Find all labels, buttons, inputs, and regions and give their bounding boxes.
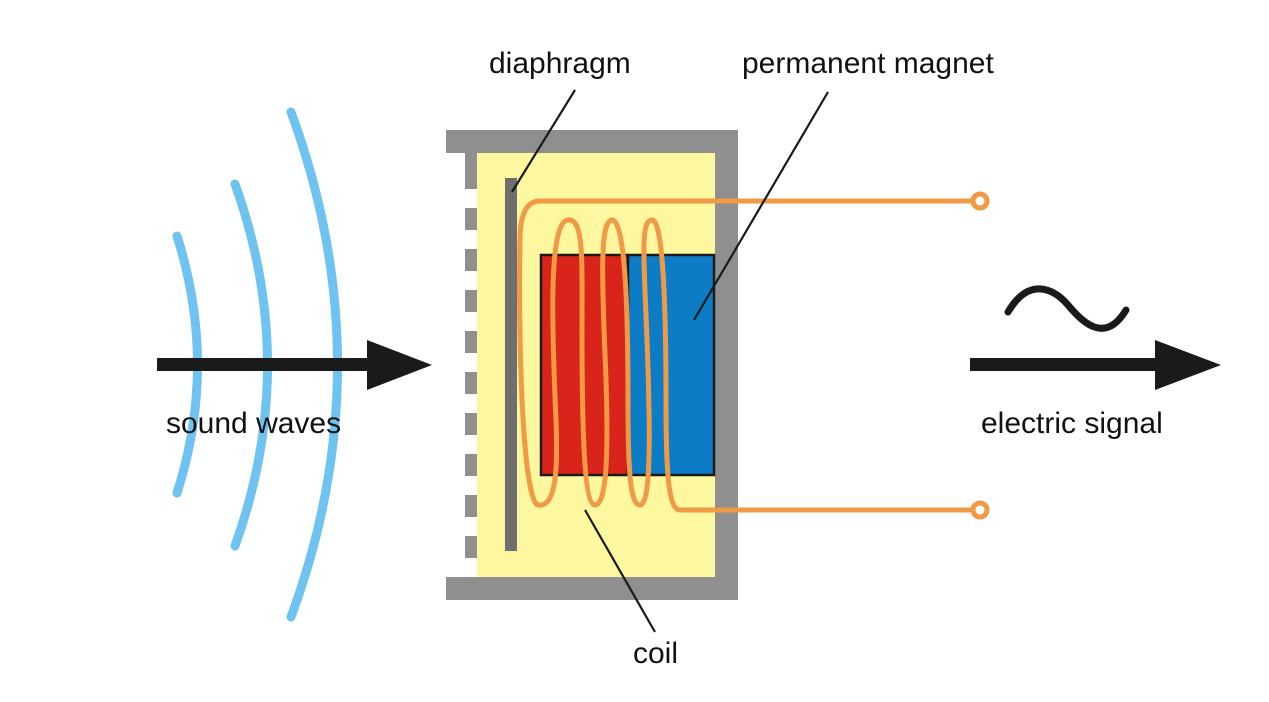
magnet-leader <box>693 91 829 321</box>
coil <box>517 191 990 520</box>
vent-slot <box>465 394 477 413</box>
vent-slot <box>465 517 477 536</box>
terminal-top <box>970 191 990 211</box>
coil-label: coil <box>633 637 678 670</box>
diaphragm-leader <box>511 89 576 193</box>
vent-slot <box>465 476 477 495</box>
leader-lines <box>511 89 829 633</box>
permanent-magnet-label: permanent magnet <box>742 47 994 80</box>
diaphragm <box>505 178 517 551</box>
electric-signal-label: electric signal <box>981 407 1163 440</box>
vent-slot <box>465 230 477 249</box>
vent-slot <box>465 435 477 454</box>
vent-slot <box>465 189 477 208</box>
output-arrow-head <box>1155 340 1221 390</box>
coil-winding <box>517 198 983 513</box>
housing-vents <box>446 153 477 577</box>
sound-waves-label: sound waves <box>166 407 341 440</box>
input-arrow-head <box>367 340 432 390</box>
magnet-south-pole <box>626 253 716 477</box>
terminal-bottom <box>970 500 990 520</box>
diaphragm-label: diaphragm <box>489 47 631 80</box>
arrow-right-icon <box>157 340 432 390</box>
vent-slot <box>465 271 477 290</box>
arrow-right-icon <box>970 340 1221 390</box>
vent-slot <box>465 312 477 331</box>
input-arrow-shaft <box>157 358 372 371</box>
vent-background <box>446 153 465 577</box>
coil-leader <box>584 509 656 633</box>
output-arrow-shaft <box>970 358 1160 371</box>
sine-wave-icon <box>1004 285 1130 332</box>
vent-slot <box>465 558 477 577</box>
vent-slot <box>465 353 477 372</box>
